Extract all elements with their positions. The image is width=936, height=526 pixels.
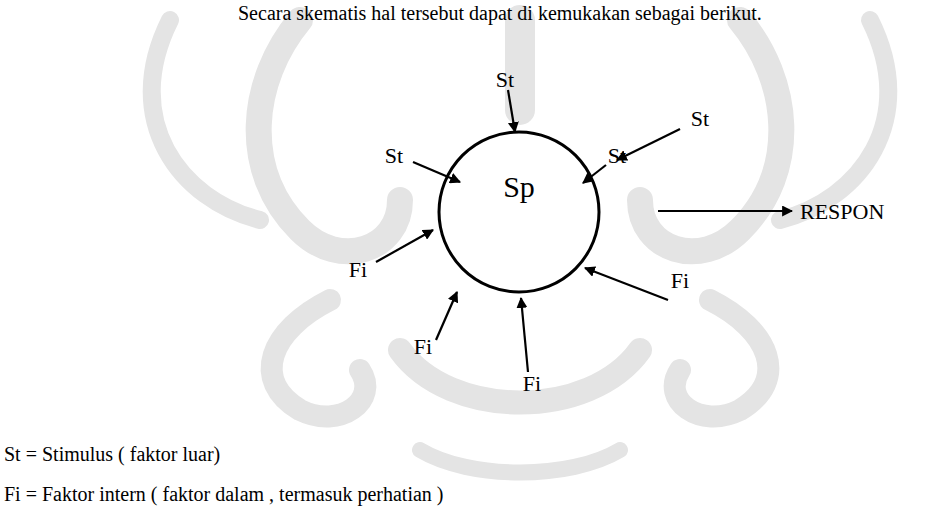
factor-label: Fi bbox=[671, 268, 689, 293]
factor-arrow bbox=[436, 292, 457, 340]
process-circle: Sp bbox=[437, 130, 601, 294]
factor-label: Fi bbox=[523, 371, 541, 396]
factor-arrow bbox=[521, 298, 528, 372]
node-label: Sp bbox=[437, 170, 601, 203]
response-arrow bbox=[658, 210, 792, 212]
legend-note: Fi = Faktor intern ( faktor dalam , term… bbox=[4, 483, 443, 506]
watermark-swirls bbox=[152, 20, 889, 473]
response-label: RESPON bbox=[800, 199, 884, 224]
stimulus-arrow bbox=[508, 90, 515, 132]
factor-arrow bbox=[376, 230, 433, 262]
stimulus-label: St bbox=[496, 67, 514, 92]
circle-outline bbox=[437, 130, 601, 294]
factor-arrow bbox=[585, 268, 668, 300]
stimulus-label: St bbox=[608, 143, 626, 168]
stimulus-label: St bbox=[385, 143, 403, 168]
stimulus-arrow bbox=[617, 129, 680, 160]
legend-note: St = Stimulus ( faktor luar) bbox=[4, 443, 220, 466]
circle-outline bbox=[439, 132, 599, 292]
stimulus-label: St bbox=[691, 106, 709, 131]
factor-label: Fi bbox=[349, 257, 367, 282]
intro-sentence: Secara skematis hal tersebut dapat di ke… bbox=[238, 2, 762, 25]
factor-label: Fi bbox=[414, 334, 432, 359]
